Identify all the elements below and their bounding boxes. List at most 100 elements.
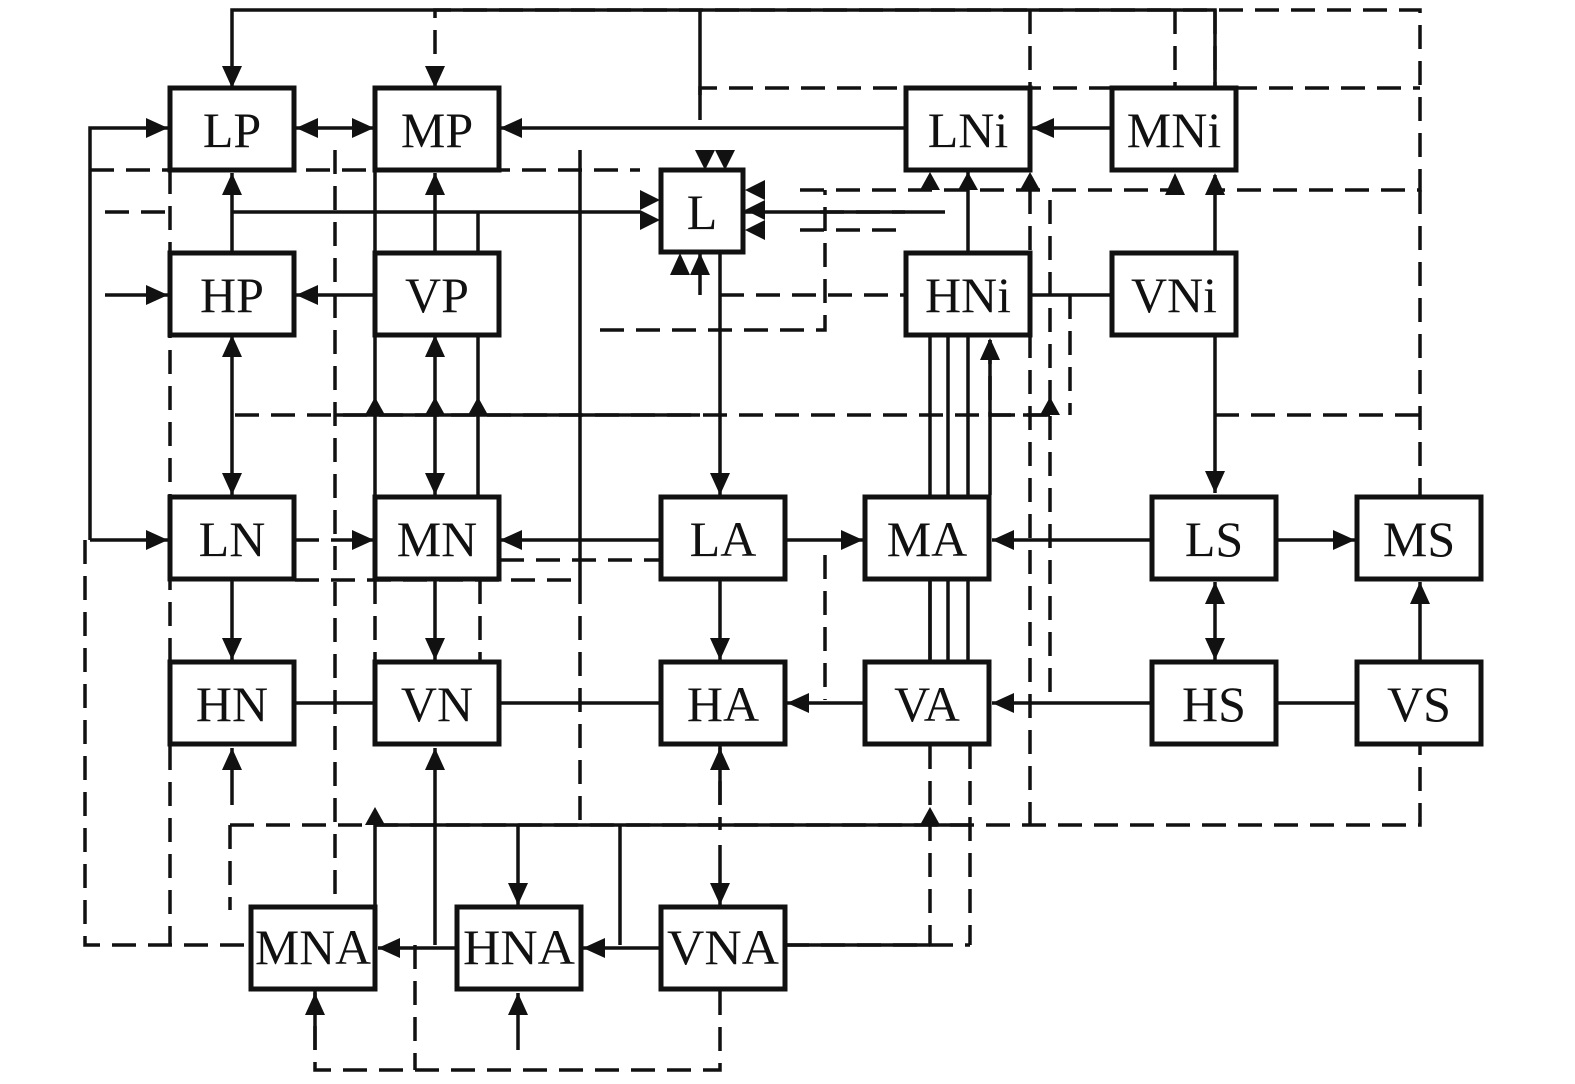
arrow-into-mp-bottom: [425, 173, 445, 195]
arrow-into-ls-top: [1205, 471, 1225, 493]
dashed-row-825: [230, 745, 1422, 827]
arrow-into-ha-right: [787, 693, 809, 713]
node-vp-box: [372, 250, 502, 338]
node-mni: MNi: [1109, 85, 1239, 173]
arrow-into-la-top: [710, 473, 730, 495]
node-vna-box: [658, 904, 788, 992]
node-vna: VNA: [658, 904, 788, 992]
node-ls-box: [1149, 494, 1279, 582]
node-va-label: VA: [894, 676, 960, 732]
solid-left-frame: [88, 126, 168, 540]
arrow-into-hni-bottom: [980, 338, 1000, 360]
arrow-into-mni-bottom-1: [1165, 173, 1185, 195]
node-la-label: LA: [690, 511, 757, 567]
node-ha-label: HA: [687, 676, 759, 732]
node-hs-label: HS: [1182, 676, 1246, 732]
node-mn: MN: [372, 494, 502, 582]
arrow-lp-mp-left: [296, 118, 318, 138]
arrow-into-hs-top: [1205, 638, 1225, 660]
arrow-into-hn-top: [222, 638, 242, 660]
node-lp-box: [167, 85, 297, 173]
arrow-into-ls-bottom: [1205, 582, 1225, 604]
node-hni-label: HNi: [925, 267, 1011, 323]
arrow-into-hp-bottom: [222, 335, 242, 357]
node-va-box: [862, 659, 992, 747]
node-l: L: [658, 167, 746, 255]
arrow-into-hp-left: [146, 285, 168, 305]
node-vni: VNi: [1109, 250, 1239, 338]
arrow-into-l-right-2: [745, 200, 765, 220]
node-vni-box: [1109, 250, 1239, 338]
node-hs-box: [1149, 659, 1279, 747]
node-l-box: [658, 167, 746, 255]
node-lni-label: LNi: [928, 102, 1009, 158]
node-hna: HNA: [454, 904, 584, 992]
node-ms: MS: [1354, 494, 1484, 582]
node-ma-box: [862, 494, 992, 582]
node-ha-box: [658, 659, 788, 747]
arrow-into-vna-top: [710, 883, 730, 905]
arrow-into-lp-left: [146, 118, 168, 138]
arrow-up-825-375: [365, 807, 385, 825]
arrow-into-mna-right: [378, 938, 400, 958]
node-vn-label: VN: [401, 676, 473, 732]
node-hn: HN: [167, 659, 297, 747]
node-hp: HP: [167, 250, 297, 338]
node-hni-box: [903, 250, 1033, 338]
arrow-into-ms-bottom: [1410, 582, 1430, 604]
arrow-into-l-left-1: [640, 190, 660, 210]
node-hp-box: [167, 250, 297, 338]
node-ln-box: [167, 494, 297, 582]
node-mni-box: [1109, 85, 1239, 173]
node-lni: LNi: [903, 85, 1033, 173]
arrow-into-vn-top: [425, 638, 445, 660]
arrow-into-vp-bottom: [425, 335, 445, 357]
arrow-into-hna-right: [583, 938, 605, 958]
arrow-into-l-top-2: [715, 150, 735, 170]
arrow-up-415-1050: [1040, 397, 1060, 415]
node-va: VA: [862, 659, 992, 747]
arrow-into-ma-right: [992, 530, 1014, 550]
node-ma-label: MA: [887, 511, 968, 567]
arrow-lp-mp-right: [352, 118, 374, 138]
node-ln-label: LN: [199, 511, 266, 567]
arrow-into-l-bottom-2: [690, 253, 710, 275]
arrow-up-415-478: [468, 397, 488, 415]
node-ma: MA: [862, 494, 992, 582]
node-ms-label: MS: [1383, 511, 1455, 567]
arrow-up-415-375: [365, 397, 385, 415]
arrow-into-lni-bottom-1: [920, 172, 940, 190]
node-vn-box: [372, 659, 502, 747]
dashed-left-frame: [83, 540, 250, 947]
arrow-into-lp-bottom: [222, 173, 242, 195]
node-mna-box: [248, 904, 378, 992]
arrow-up-825-930: [920, 807, 940, 825]
node-hna-label: HNA: [463, 919, 575, 975]
node-vp: VP: [372, 250, 502, 338]
node-mn-box: [372, 494, 502, 582]
arrow-into-mna-bottom: [305, 993, 325, 1015]
node-mni-label: MNi: [1127, 102, 1221, 158]
arrow-into-ma-left: [841, 530, 863, 550]
node-ls: LS: [1149, 494, 1279, 582]
node-vni-label: VNi: [1131, 267, 1217, 323]
arrow-into-ms-left: [1333, 530, 1355, 550]
arrow-into-ha-bottom: [710, 748, 730, 770]
node-lp-label: LP: [203, 102, 261, 158]
dashed-row-330: [600, 190, 827, 332]
arrow-into-mn-left: [352, 530, 374, 550]
arrow-into-ln-top: [222, 473, 242, 495]
nodes: LP MP LNi MNi L HP VP HNi: [167, 85, 1484, 992]
arrow-into-l-top-1: [695, 150, 715, 170]
arrow-into-mn-right: [500, 530, 522, 550]
arrow-into-hn-bottom: [222, 748, 242, 770]
solid-top-frame: [230, 8, 1217, 90]
arrow-into-lp-top: [222, 66, 242, 88]
node-mn-label: MN: [397, 511, 478, 567]
arrowheads: [146, 66, 1430, 1015]
node-lp: LP: [167, 85, 297, 173]
dashed-top-frame: [433, 8, 1422, 192]
arrow-into-lni: [1032, 118, 1054, 138]
node-l-label: L: [687, 184, 718, 240]
node-hni: HNi: [903, 250, 1033, 338]
